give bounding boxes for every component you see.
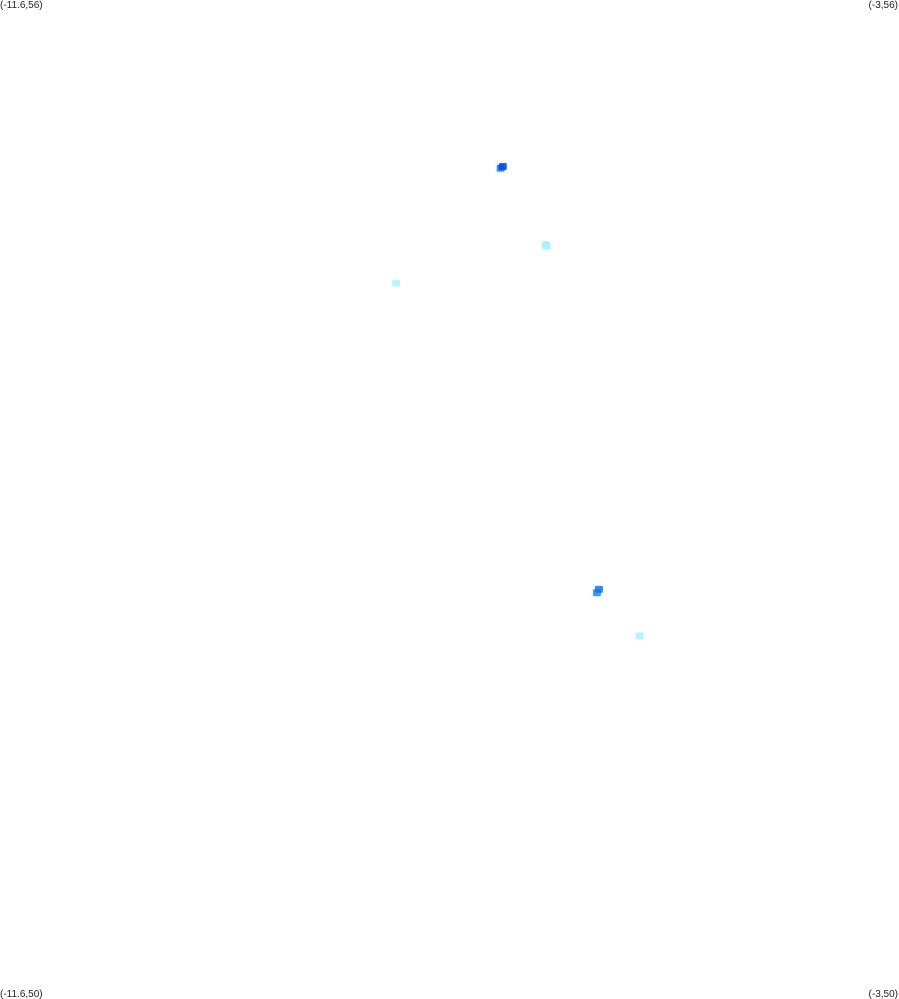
corner-label-top-left: (-11.6,56): [0, 0, 43, 11]
map-marker-6[interactable]: [595, 585, 603, 593]
corner-label-top-right: (-3,56): [868, 0, 898, 11]
map-marker-3[interactable]: [542, 242, 551, 250]
corner-label-bottom-right: (-3,50): [868, 989, 898, 999]
corner-label-bottom-left: (-11.6,50): [0, 989, 43, 999]
map-marker-7[interactable]: [635, 632, 644, 640]
map-marker-1[interactable]: [498, 163, 507, 170]
map-marker-4[interactable]: [392, 279, 401, 287]
